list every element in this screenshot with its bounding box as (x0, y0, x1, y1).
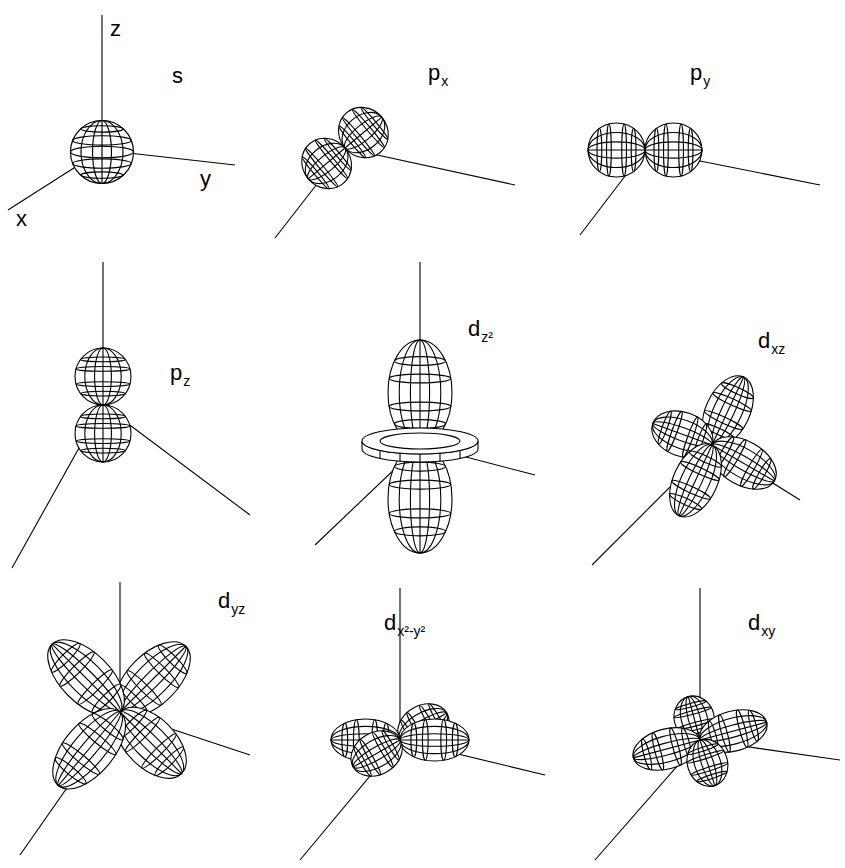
orbital-label: dyz (218, 590, 245, 612)
orbital-label: px (428, 62, 448, 84)
dxz-orbital (592, 368, 800, 565)
orbital-label: dz² (468, 318, 493, 340)
orbital-label: s (172, 65, 183, 87)
dyz-orbital (20, 582, 250, 855)
axis-label: x (16, 208, 27, 230)
axis-label: y (200, 168, 211, 190)
orbital-label: dx²-y² (384, 612, 425, 634)
orbital-label: py (690, 62, 710, 84)
orbital-label: pz (170, 362, 190, 384)
orbital-label: dxy (748, 612, 775, 634)
dxy-orbital (595, 588, 840, 860)
pz-orbital (12, 262, 250, 568)
py-orbital (580, 123, 820, 235)
px-orbital (275, 97, 515, 238)
orbital-label: dxz (758, 330, 785, 352)
axis-label: z (110, 18, 121, 40)
dx2y2-orbital (300, 588, 545, 860)
s-orbital (8, 15, 235, 210)
dz2-orbital (315, 262, 535, 553)
